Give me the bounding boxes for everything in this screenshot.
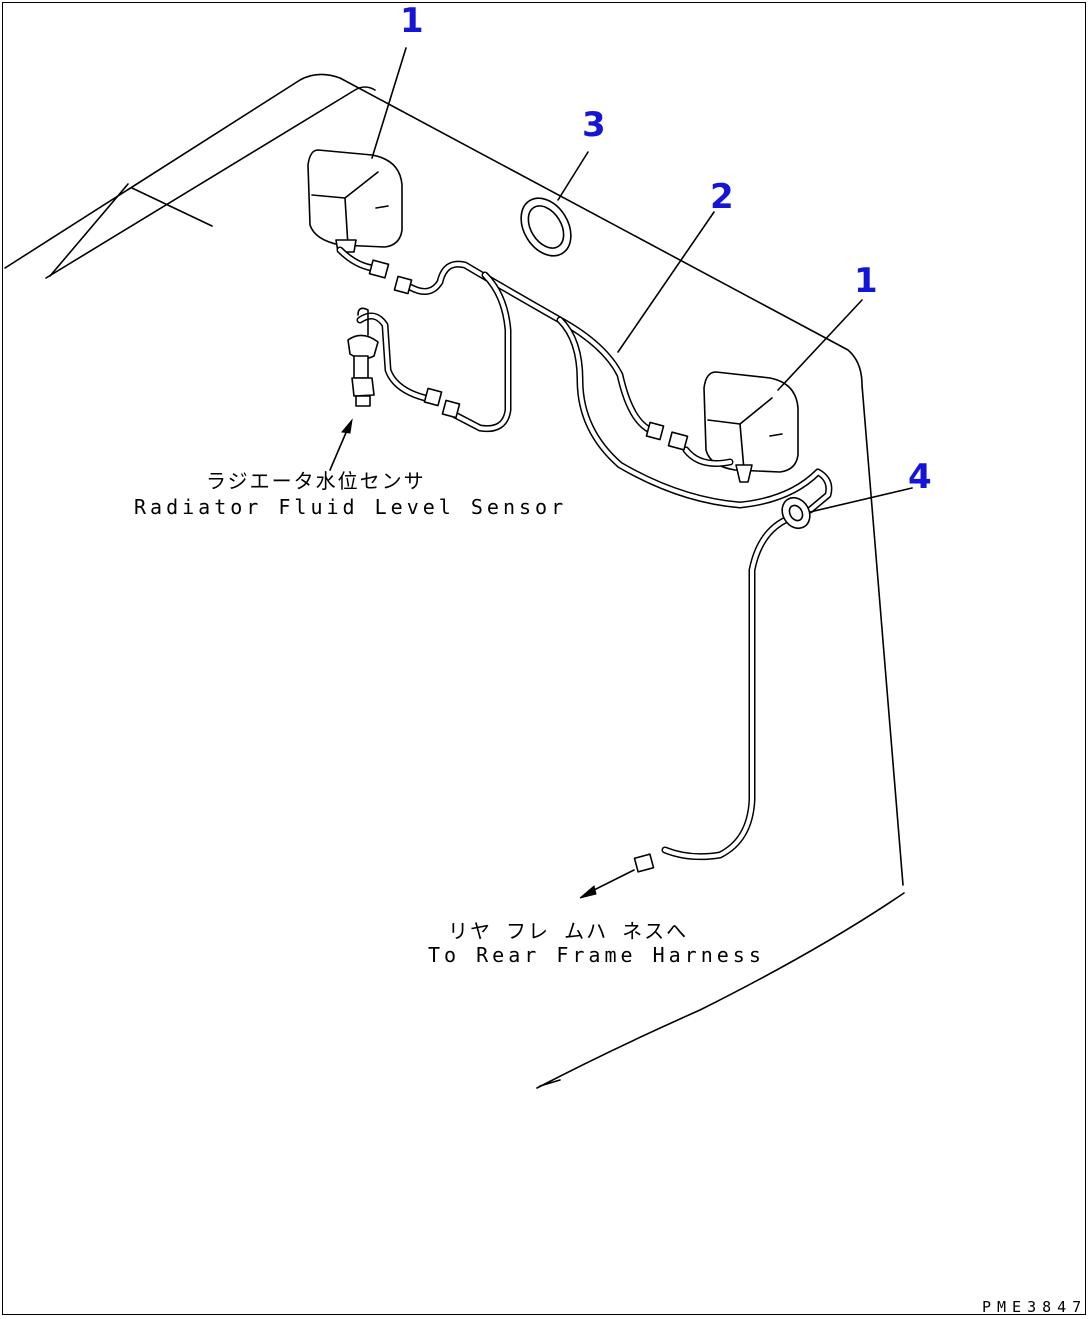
wiring-harness bbox=[336, 246, 833, 861]
harness-label-en: To Rear Frame Harness bbox=[428, 943, 765, 967]
callout-4: 4 bbox=[908, 457, 932, 497]
grommet-3 bbox=[520, 197, 572, 257]
hood-outline bbox=[4, 73, 905, 1089]
drawing-code: PME3847 bbox=[982, 1298, 1087, 1316]
sensor-label-jp: ラジエータ水位センサ bbox=[206, 469, 426, 493]
work-lamp-right bbox=[703, 371, 799, 483]
harness-label-jp: リヤ フレ ムハ ネスへ bbox=[448, 919, 688, 943]
callout-2: 2 bbox=[710, 177, 734, 217]
callout-1-left: 1 bbox=[400, 1, 424, 41]
work-lamp-left bbox=[307, 149, 403, 253]
connectors bbox=[368, 259, 689, 873]
grommet-4 bbox=[781, 496, 811, 530]
radiator-fluid-level-sensor bbox=[329, 307, 379, 471]
rear-harness-arrow bbox=[579, 869, 635, 899]
callout-1-right: 1 bbox=[854, 261, 878, 301]
leader-lines bbox=[371, 47, 913, 513]
sensor-label-en: Radiator Fluid Level Sensor bbox=[134, 495, 567, 519]
callout-3: 3 bbox=[582, 105, 606, 145]
